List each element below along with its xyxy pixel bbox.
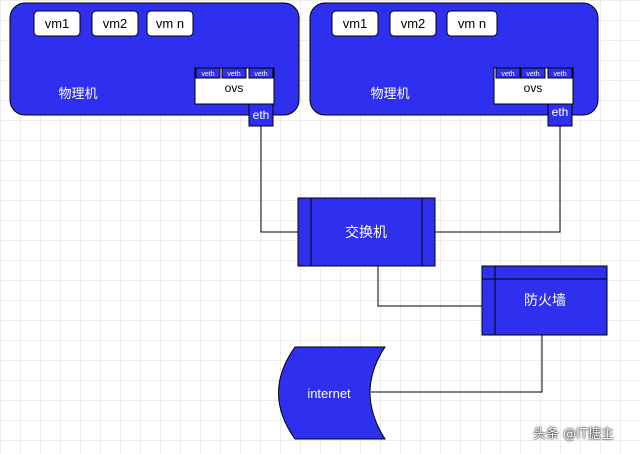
veth-port[interactable] [195, 67, 221, 79]
firewall-box[interactable] [481, 265, 608, 336]
internet-shape[interactable] [278, 346, 386, 440]
firewall-label: 防火墙 [524, 292, 566, 308]
vm-box[interactable] [33, 10, 81, 37]
vm-label: vm n [156, 16, 184, 31]
veth-port[interactable] [495, 67, 521, 79]
vm-label: vm2 [401, 16, 426, 31]
veth-label: veth [553, 71, 566, 78]
internet-label: internet [307, 386, 351, 401]
switch-box[interactable] [297, 197, 436, 267]
veth-label: veth [254, 71, 267, 78]
host-2: vm1 vm2 vm n 物理机 ovs veth veth veth eth [309, 2, 599, 127]
vm-label: vm1 [45, 16, 70, 31]
veth-label: veth [526, 71, 539, 78]
vm-box[interactable] [91, 10, 139, 37]
firewall-node[interactable]: 防火墙 [481, 265, 608, 336]
link-h1-eth-switch [260, 126, 298, 233]
veth-port[interactable] [248, 67, 274, 79]
veth-port[interactable] [547, 67, 573, 79]
vm-box[interactable] [331, 10, 379, 37]
veth-label: veth [501, 71, 514, 78]
physical-machine-label: 物理机 [58, 86, 97, 101]
link-h2-eth-switch [435, 126, 561, 233]
internet-node[interactable]: internet [278, 346, 386, 440]
eth-port[interactable] [547, 103, 573, 127]
veth-label: veth [227, 71, 240, 78]
link-firewall-internet [371, 335, 543, 393]
veth-port[interactable] [520, 67, 546, 79]
eth-label: eth [552, 105, 569, 119]
link-switch-firewall [377, 266, 482, 307]
switch-node[interactable]: 交换机 [297, 197, 436, 267]
vm-box[interactable] [146, 10, 194, 37]
vm-box[interactable] [389, 10, 437, 37]
watermark: 头条 @IT搪主 [533, 427, 614, 442]
vm-label: vm2 [103, 16, 128, 31]
host-1: vm1 vm2 vm n 物理机 ovs veth veth veth eth [9, 2, 300, 127]
veth-label: veth [201, 71, 214, 78]
vm-label: vm n [458, 16, 486, 31]
physical-machine-label: 物理机 [370, 86, 409, 101]
veth-port[interactable] [221, 67, 247, 79]
eth-port[interactable] [248, 103, 274, 127]
eth-label: eth [253, 108, 270, 122]
switch-label: 交换机 [345, 224, 387, 240]
ovs-label: ovs [225, 81, 244, 95]
vm-box[interactable] [446, 10, 498, 37]
vm-label: vm1 [343, 16, 368, 31]
ovs-label: ovs [524, 81, 543, 95]
